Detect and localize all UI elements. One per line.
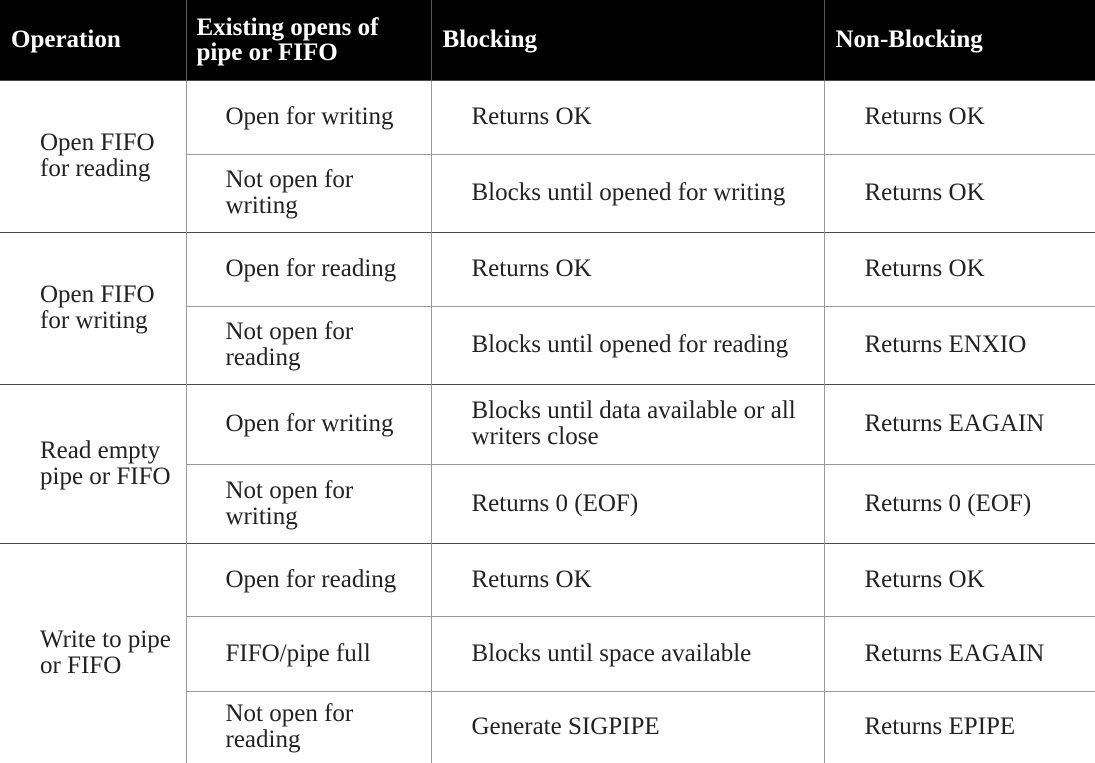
header-existing-opens: Existing opens of pipe or FIFO [186,0,432,80]
non-blocking-cell: Returns EAGAIN [824,615,1095,691]
header-non-blocking: Non-Blocking [824,0,1095,80]
blocking-cell: Returns OK [431,542,825,616]
non-blocking-cell: Returns OK [824,79,1095,154]
table-row: Not open for reading Blocks until opened… [0,305,1095,384]
blocking-cell: Blocks until opened for reading [431,305,825,384]
blocking-cell: Blocks until data available or all write… [431,383,825,464]
existing-opens-cell: Not open for reading [186,305,432,384]
operation-cell: Write to pipe or FIFO [0,542,187,763]
table-row: Not open for reading Generate SIGPIPE Re… [0,690,1095,763]
operation-cell: Open FIFO for reading [0,79,187,232]
non-blocking-cell: Returns ENXIO [824,305,1095,384]
existing-opens-cell: Open for writing [186,79,432,154]
table-row: Not open for writing Returns 0 (EOF) Ret… [0,463,1095,543]
header-blocking: Blocking [431,0,825,80]
non-blocking-cell: Returns EPIPE [824,690,1095,763]
blocking-cell: Blocks until space available [431,615,825,691]
non-blocking-cell: Returns OK [824,542,1095,616]
header-row: Operation Existing opens of pipe or FIFO… [0,0,1095,80]
blocking-cell: Returns OK [431,231,825,306]
non-blocking-cell: Returns EAGAIN [824,383,1095,464]
table-row: FIFO/pipe full Blocks until space availa… [0,615,1095,691]
existing-opens-cell: Open for reading [186,542,432,616]
non-blocking-cell: Returns OK [824,231,1095,306]
blocking-cell: Generate SIGPIPE [431,690,825,763]
non-blocking-cell: Returns 0 (EOF) [824,463,1095,543]
operation-cell: Open FIFO for writing [0,231,187,384]
header-operation: Operation [0,0,187,80]
existing-opens-cell: Open for writing [186,383,432,464]
non-blocking-cell: Returns OK [824,153,1095,232]
blocking-cell: Blocks until opened for writing [431,153,825,232]
existing-opens-cell: Not open for writing [186,153,432,232]
table-row: Read empty pipe or FIFO Open for writing… [0,383,1095,543]
table-body: Open FIFO for reading Open for writing R… [0,79,1095,763]
table-row: Write to pipe or FIFO Open for reading R… [0,542,1095,763]
table-header: Operation Existing opens of pipe or FIFO… [0,0,1095,80]
table-row: Open FIFO for reading Open for writing R… [0,79,1095,232]
blocking-cell: Returns 0 (EOF) [431,463,825,543]
existing-opens-cell: Not open for reading [186,690,432,763]
existing-opens-cell: FIFO/pipe full [186,615,432,691]
table-row: Open FIFO for writing Open for reading R… [0,231,1095,384]
existing-opens-cell: Open for reading [186,231,432,306]
existing-opens-cell: Not open for writing [186,463,432,543]
blocking-cell: Returns OK [431,79,825,154]
operation-cell: Read empty pipe or FIFO [0,383,187,543]
table-row: Not open for writing Blocks until opened… [0,153,1095,232]
